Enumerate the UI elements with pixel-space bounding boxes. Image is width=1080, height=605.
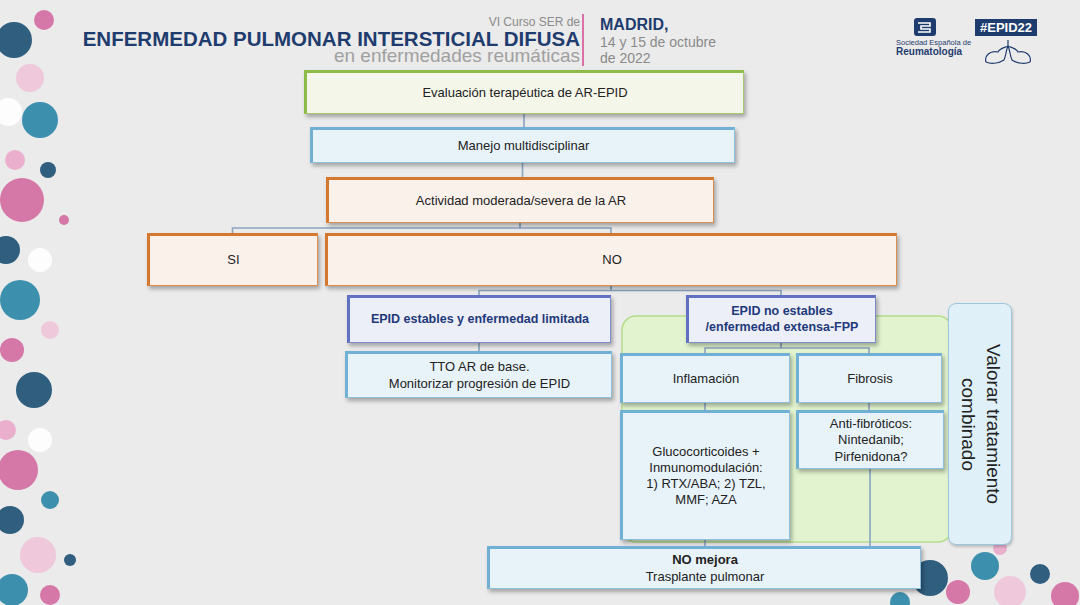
node-text: EPID estables y enfermedad limitada [371, 312, 589, 328]
node-text: Fibrosis [847, 371, 893, 387]
decor-circle [41, 491, 59, 509]
decor-circle [20, 537, 56, 573]
node-text: NO mejora [672, 552, 738, 568]
decor-circle [971, 552, 999, 580]
decor-circle [28, 248, 52, 272]
decor-circle [59, 215, 69, 225]
node-text: Inflamación [673, 371, 739, 387]
decor-circle [0, 574, 28, 605]
node-text: Manejo multidisciplinar [458, 138, 590, 154]
node-text: Monitorizar progresión de EPID [389, 376, 570, 392]
node-text: EPID no estables /enfermedad extensa-FPP [695, 304, 869, 335]
node-text: SI [227, 252, 239, 268]
decor-circle [64, 554, 76, 566]
lungs-icon [986, 40, 1031, 63]
process-box: Evaluación terapéutica de AR-EPID [304, 70, 744, 114]
society-name: Sociedad Española de [896, 38, 971, 47]
decor-circle [1030, 564, 1050, 584]
decor-circle [28, 428, 52, 452]
decor-circle [40, 585, 60, 605]
category-box: EPID no estables /enfermedad extensa-FPP [686, 295, 876, 343]
decor-circle [0, 22, 32, 58]
node-text: Valorar tratamiento combinado [955, 317, 1004, 531]
connector [478, 343, 480, 351]
treatment-box: TTO AR de base.Monitorizar progresión de… [345, 351, 612, 398]
decor-circle [0, 98, 22, 126]
decor-circle [16, 64, 44, 92]
node-text: NO [602, 252, 622, 268]
category-box: Fibrosis [796, 353, 942, 403]
decor-circle [994, 576, 1026, 605]
answer-box: SI [147, 233, 318, 286]
connector [704, 403, 706, 410]
connector [868, 403, 870, 410]
connector [781, 343, 869, 353]
society-logo-mark [918, 23, 930, 32]
decor-circle [0, 236, 20, 264]
treatment-box: Anti-fibróticos: Nintedanib; Pirfenidona… [796, 410, 944, 469]
node-text: Actividad moderada/severa de la AR [416, 193, 626, 209]
decor-circle [40, 162, 56, 178]
decor-circle [946, 580, 970, 604]
society-name: Reumatología [896, 46, 962, 57]
decor-circle [5, 150, 25, 170]
answer-box: NO [325, 233, 897, 286]
connector [522, 163, 524, 177]
node-text: TTO AR de base. [429, 359, 529, 375]
decision-box: Actividad moderada/severa de la AR [326, 177, 714, 223]
connector [611, 286, 781, 295]
outcome-box: NO mejoraTrasplante pulmonar [487, 546, 921, 589]
connector [704, 540, 706, 546]
category-box: EPID estables y enfermedad limitada [347, 295, 611, 343]
connector [705, 343, 781, 353]
connector [233, 223, 521, 233]
event-subtitle: en enfermedades reumáticas [334, 45, 580, 67]
connector [520, 223, 611, 233]
hashtag: #EPID22 [975, 19, 1037, 36]
event-city: MADRID, [600, 16, 668, 34]
decor-circle [890, 592, 910, 605]
decor-circle [34, 10, 54, 30]
process-box: Manejo multidisciplinar [310, 127, 735, 163]
side-note-box: Valorar tratamiento combinado [948, 303, 1012, 545]
decor-circle [0, 506, 24, 534]
decor-circle [0, 420, 16, 440]
node-text: Evaluación terapéutica de AR-EPID [422, 85, 627, 101]
event-date: 14 y 15 de octubre de 2022 [600, 34, 728, 66]
node-text: Trasplante pulmonar [646, 569, 765, 585]
society-logo [914, 18, 936, 36]
node-text: Anti-fibróticos: Nintedanib; Pirfenidona… [815, 416, 927, 465]
header-separator [582, 14, 584, 66]
decor-circle [0, 338, 24, 362]
decor-circle [16, 372, 52, 408]
connector [523, 114, 525, 127]
connector [479, 286, 611, 295]
category-box: Inflamación [620, 353, 790, 403]
decor-circle [0, 280, 40, 320]
decor-circle [1051, 582, 1079, 605]
decor-circle [41, 321, 59, 339]
decor-circle [0, 178, 44, 222]
decor-circle [22, 102, 58, 138]
node-text: Glucocorticoides + Inmunomodulación: 1) … [645, 444, 767, 509]
event-edition: VI Curso SER de [489, 15, 580, 29]
treatment-box: Glucocorticoides + Inmunomodulación: 1) … [620, 410, 790, 540]
connector [869, 469, 871, 546]
decor-circle [0, 450, 38, 490]
